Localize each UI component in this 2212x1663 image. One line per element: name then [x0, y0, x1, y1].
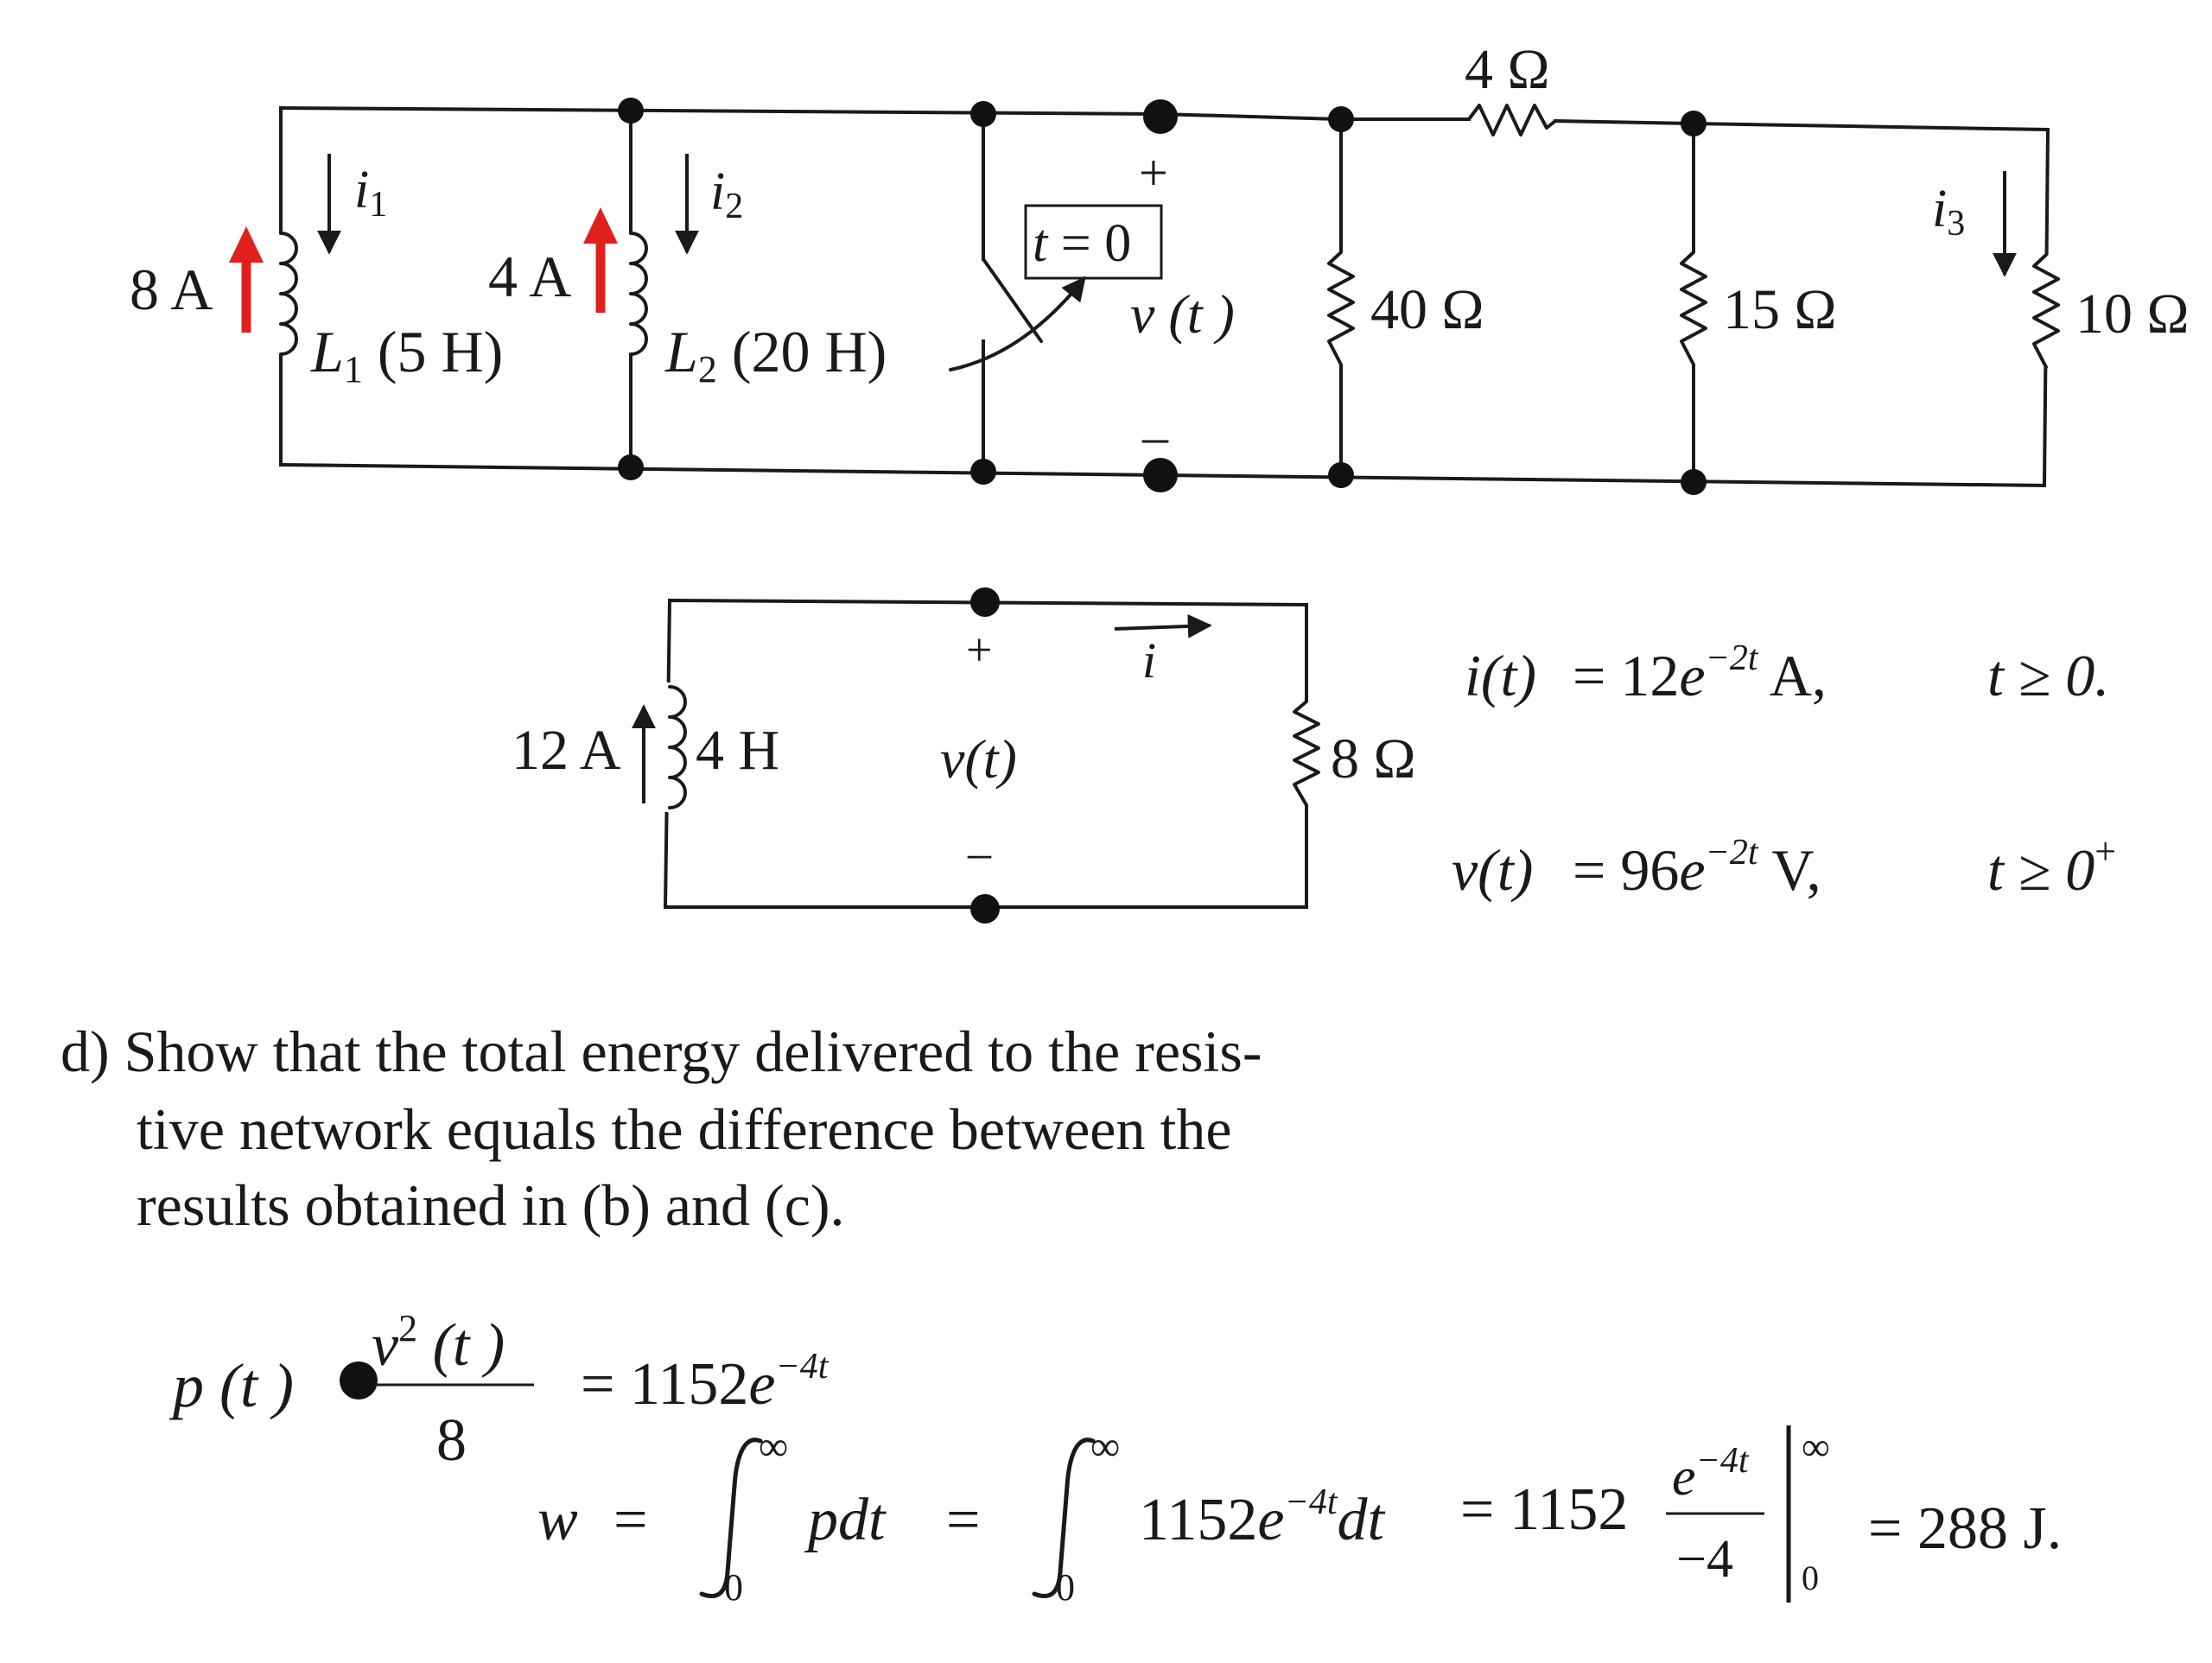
energy-pdt: pdt	[804, 1487, 887, 1553]
voltage-plus: +	[1139, 144, 1168, 201]
resistor-label-40ohm: 40 Ω	[1370, 278, 1484, 341]
node	[970, 459, 996, 485]
integral-2-lower: 0	[1056, 1566, 1075, 1609]
energy-eq-2: =	[946, 1487, 980, 1553]
eq-current-lhs: i(t)	[1465, 643, 1536, 708]
resistor-10ohm	[2032, 253, 2060, 369]
resistor-40ohm	[1327, 251, 1355, 366]
node	[970, 101, 996, 127]
energy-fraction-den: −4	[1676, 1530, 1733, 1589]
node	[1681, 111, 1707, 136]
resistor-label-4ohm: 4 Ω	[1465, 38, 1550, 101]
integral-1-lower: 0	[724, 1566, 743, 1609]
source-label-12a: 12 A	[512, 719, 621, 782]
question-d: d) Show that the total energy delivered …	[60, 1019, 1262, 1238]
energy-w: w	[537, 1487, 578, 1553]
evaluation-lower: 0	[1802, 1558, 1819, 1597]
current-label-i2: i2	[710, 162, 743, 226]
terminal-minus	[970, 894, 1000, 924]
eq-current-condition: t ≥ 0.	[1987, 643, 2109, 708]
eq-voltage-condition: t ≥ 0+	[1987, 830, 2116, 903]
response-equations: i(t) = 12e−2t A, t ≥ 0. v(t) = 96e−2t V,…	[1452, 638, 2116, 903]
resistor-4ohm	[1467, 104, 1557, 136]
voltage-minus: –	[967, 827, 992, 879]
circuit-2: 12 A 4 H + – i v(t) 8 Ω	[512, 587, 1416, 924]
terminal-minus	[1143, 458, 1178, 492]
switch-actuator-arrow	[949, 276, 1086, 371]
node	[1681, 469, 1707, 495]
energy-result: = 288 J.	[1868, 1495, 2062, 1562]
switch-blade	[982, 257, 1043, 343]
source-arrow-8a	[229, 226, 264, 333]
eq-current-rhs: = 12e−2t A,	[1573, 638, 1827, 708]
source-label-4a: 4 A	[488, 244, 571, 309]
power-lhs: p (t )	[168, 1351, 294, 1420]
resistor-label-10ohm: 10 Ω	[2075, 282, 2190, 346]
question-line-1: d) Show that the total energy delivered …	[60, 1019, 1262, 1084]
integral-2-upper: ∞	[1090, 1424, 1120, 1469]
inductor-4h	[668, 685, 687, 809]
energy-fraction-num: e−4t	[1672, 1441, 1750, 1507]
evaluation-upper: ∞	[1802, 1425, 1830, 1469]
energy-equation: w = ∞ 0 pdt = ∞ 0 1152e−4tdt = 1152 e−4t…	[537, 1424, 2062, 1609]
integral-sign-1	[699, 1438, 763, 1599]
integral-sign-2	[1032, 1438, 1096, 1599]
resistor-15ohm	[1680, 251, 1707, 366]
power-denominator: 8	[436, 1407, 467, 1474]
bullet-dot	[340, 1362, 378, 1400]
terminal-plus	[970, 587, 1000, 617]
circuit1-wire-top-left	[278, 105, 1163, 117]
terminal-plus	[1143, 99, 1178, 134]
energy-integrand: 1152e−4tdt	[1139, 1482, 1386, 1553]
circuit1-wire-top-mid	[1158, 111, 1471, 121]
resistor-label-8ohm: 8 Ω	[1331, 727, 1416, 790]
inductor-label-l1: L1 (5 H)	[310, 319, 503, 390]
inductor-l2	[629, 232, 648, 356]
voltage-label-v: v (t )	[1130, 283, 1235, 345]
inductor-label-l2: L2 (20 H)	[664, 319, 887, 390]
node	[618, 454, 644, 480]
node	[1328, 462, 1354, 488]
eq-voltage-rhs: = 96e−2t V,	[1573, 833, 1821, 903]
integral-1-upper: ∞	[759, 1424, 788, 1469]
circuit-1: 8 A 4 A i1 i2 i3 L1 (5 H) L2 (20 H) t = …	[130, 38, 2190, 495]
switch-label-box	[1024, 204, 1163, 280]
source-arrow-4a	[583, 207, 618, 313]
source-label-8a: 8 A	[130, 257, 213, 322]
node	[618, 98, 644, 124]
current-label-i3: i3	[1932, 180, 1965, 244]
energy-eq-1: =	[613, 1487, 647, 1553]
switch-label: t = 0	[1033, 214, 1131, 273]
question-line-3: results obtained in (b) and (c).	[137, 1172, 845, 1238]
resistor-8ohm	[1293, 700, 1320, 807]
inductor-l1	[279, 232, 298, 356]
energy-eq-3: = 1152	[1460, 1476, 1628, 1543]
current-arrow-i	[1114, 613, 1212, 638]
question-line-2: tive network equals the difference betwe…	[137, 1096, 1232, 1162]
eq-voltage-lhs: v(t)	[1452, 837, 1533, 903]
voltage-plus: +	[966, 624, 992, 676]
current-label-i1: i1	[354, 161, 387, 225]
inductor-label-4h: 4 H	[696, 719, 779, 782]
voltage-minus: –	[1141, 408, 1169, 465]
power-numerator: v2 (t )	[372, 1307, 505, 1379]
power-equation: p (t ) v2 (t ) 8 = 1152e−4t	[168, 1307, 830, 1474]
current-label-i: i	[1142, 632, 1156, 689]
node	[1328, 106, 1354, 132]
resistor-label-15ohm: 15 Ω	[1723, 278, 1837, 341]
voltage-label-v: v(t)	[940, 728, 1017, 790]
power-rhs: = 1152e−4t	[581, 1347, 830, 1418]
